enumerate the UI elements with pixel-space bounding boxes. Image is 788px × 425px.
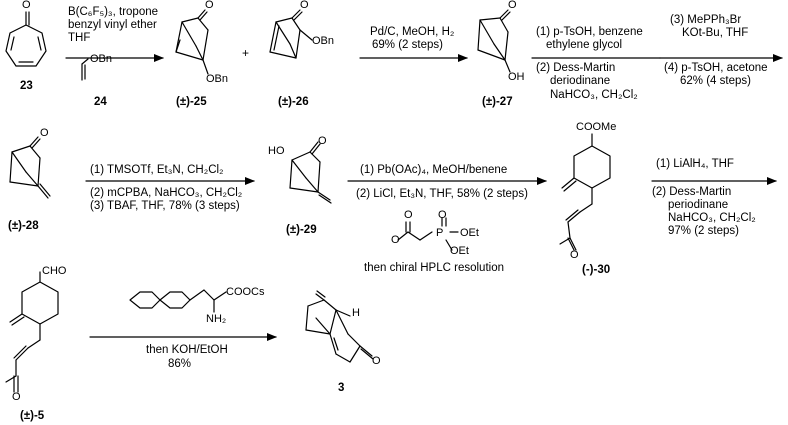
structure-tropone [5, 11, 47, 67]
atom-label: HO [268, 145, 285, 157]
atom-label: O [300, 0, 309, 11]
compound-label-27: (±)-27 [482, 96, 513, 108]
atom-label: H [352, 307, 360, 319]
plus-sign: + [242, 46, 250, 60]
reagent-line: 97% (2 steps) [668, 225, 739, 237]
atom-label: OH [508, 71, 525, 83]
reagent-line: Pd/C, MeOH, H₂ [370, 26, 455, 38]
reagent-line: ethylene glycol [546, 39, 623, 51]
reagent-line: (1) p-TsOH, benzene [536, 26, 643, 38]
reagent-line: benzyl vinyl ether [68, 19, 157, 31]
reagent-line: B(C₆F₅)₃, tropone [68, 6, 159, 18]
structure-30 [559, 133, 611, 251]
structure-29 [289, 141, 332, 204]
compound-label-23: 23 [20, 80, 33, 92]
reagent-line: (4) p-TsOH, acetone [664, 62, 768, 74]
reagent-line: (2) Dess-Martin [536, 62, 616, 74]
structure-aminoacid-salt [129, 289, 227, 313]
structure-benzyl-vinyl-ether [81, 58, 89, 81]
atom-label: O [22, 0, 31, 11]
reagent-line: (2) LiCl, Et₃N, THF, 58% (2 steps) [356, 188, 528, 200]
atom-label: O [404, 209, 413, 221]
compound-label-24: 24 [94, 96, 107, 108]
reagent-line: 86% [168, 358, 192, 370]
compound-label-5: (±)-5 [20, 410, 45, 422]
reagent-line: (1) TMSOTf, Et₃N, CH₂Cl₂ [90, 164, 224, 176]
reagent-line: NaHCO₃, CH₂Cl₂ [550, 89, 638, 101]
structure-bicycle-25 [175, 9, 209, 75]
reagent-line: 69% (2 steps) [372, 39, 443, 51]
atom-label: COOMe [576, 121, 617, 133]
atom-label: O [12, 391, 21, 403]
structure-bicycle-26 [269, 9, 313, 59]
structure-3 [305, 290, 374, 363]
reagent-line: (2) mCPBA, NaHCO₃, CH₂Cl₂ [90, 187, 243, 199]
structure-phosphonate [397, 217, 459, 251]
reagent-line: 62% (4 steps) [680, 75, 751, 87]
compound-label-29: (±)-29 [286, 224, 317, 236]
compound-label-28: (±)-28 [8, 220, 39, 232]
reagent-line: NaHCO₃, CH₂Cl₂ [668, 212, 756, 224]
reagent-line: (1) LiAlH₄, THF [656, 158, 734, 170]
atom-label: NH₂ [206, 313, 227, 325]
reagent-line: deriodinane [550, 75, 611, 87]
reagent-line: THF [68, 32, 91, 44]
atom-label: O [570, 249, 579, 261]
atom-label: OEt [460, 227, 479, 239]
reagent-line: (3) MePPh₃Br [670, 14, 742, 26]
compound-label-26: (±)-26 [278, 96, 309, 108]
atom-label: CHO [42, 265, 67, 277]
atom-label: O [391, 234, 400, 246]
atom-label: P [436, 227, 444, 239]
atom-label: OBn [206, 73, 229, 85]
reagent-line: (3) TBAF, THF, 78% (3 steps) [90, 200, 240, 212]
structure-5 [5, 271, 59, 393]
reagent-line: (2) Dess-Martin [652, 186, 732, 198]
atom-label: O [318, 135, 327, 147]
compound-label-3: 3 [338, 382, 345, 394]
atom-label: O [372, 355, 381, 367]
atom-label: OEt [450, 245, 469, 257]
reagent-line: periodinane [668, 199, 729, 211]
reagent-line: then chiral HPLC resolution [364, 262, 504, 274]
reagent-line: then KOH/EtOH [146, 344, 228, 356]
reagent-line: (1) Pb(OAc)₄, MeOH/benene [360, 164, 508, 176]
reagent-line: KOt-Bu, THF [682, 27, 749, 39]
atom-label: O [508, 0, 517, 11]
atom-label: O [438, 209, 447, 221]
compound-label-25: (±)-25 [176, 96, 207, 108]
atom-label: COOCs [226, 286, 265, 298]
structure-28 [9, 136, 51, 199]
atom-label: OBn [312, 35, 335, 47]
atom-label: OBn [90, 53, 113, 65]
structure-27 [477, 9, 511, 73]
atom-label: O [205, 0, 214, 11]
atom-label: O [40, 127, 49, 139]
compound-label-30: (-)-30 [582, 264, 611, 276]
